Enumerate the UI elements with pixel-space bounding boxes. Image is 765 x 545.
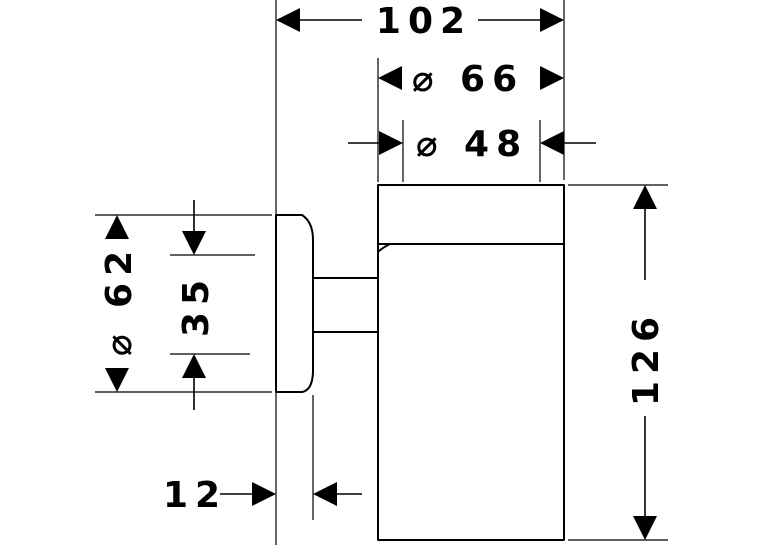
tumbler-body [377, 243, 565, 541]
wall-rosette [275, 214, 314, 393]
dim-rosette-diameter-label: ⌀ 62 [99, 244, 140, 356]
dim-outer-diameter: ⌀ 66 [378, 59, 564, 100]
dim-height: 126 [626, 185, 667, 540]
dim-rosette-diameter: ⌀ 62 [99, 215, 140, 392]
dim-wall-offset: 12 [163, 475, 362, 516]
dim-arm-height-label: 35 [176, 273, 217, 337]
dim-inner-diameter-label: ⌀ 48 [416, 124, 528, 165]
dim-outer-diameter-label: ⌀ 66 [412, 59, 524, 100]
product-outline [275, 184, 565, 541]
holder-ring [377, 184, 565, 245]
dim-wall-offset-label: 12 [163, 475, 227, 516]
dim-overall-width: 102 [276, 1, 564, 42]
dim-inner-diameter: ⌀ 48 [348, 124, 596, 165]
dim-height-label: 126 [626, 310, 667, 406]
connecting-arm [312, 277, 379, 333]
dim-arm-height: 35 [176, 200, 217, 410]
dim-overall-width-label: 102 [376, 1, 472, 42]
